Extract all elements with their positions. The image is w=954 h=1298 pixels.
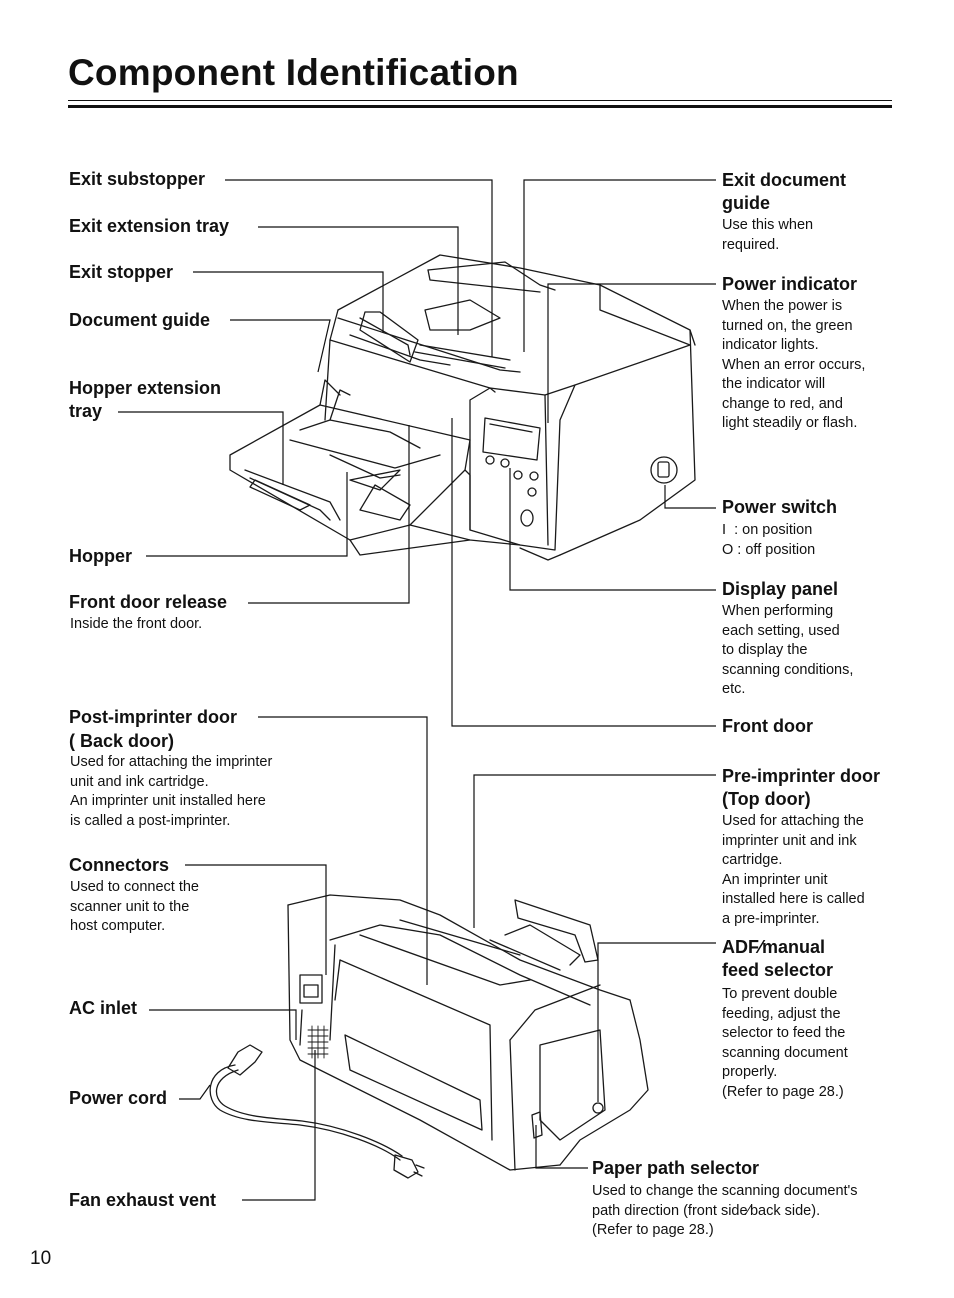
desc-power-switch-off: O : off position [722,542,816,558]
desc-connectors: Used to connect the scanner unit to the … [70,879,199,934]
desc-pre-imprinter-door: Used for attaching the imprinter unit an… [722,813,865,927]
label-fan-exhaust-vent: Fan exhaust vent [69,1190,217,1210]
page-title: Component Identification [68,52,519,93]
label-hopper-extension-tray-line2: tray [69,401,103,421]
label-exit-extension-tray: Exit extension tray [69,216,230,236]
label-pre-imprinter-door: Pre-imprinter door [722,766,881,786]
label-ac-inlet: AC inlet [69,998,138,1018]
label-hopper: Hopper [69,546,132,566]
title-rule-thin [68,100,892,101]
label-hopper-extension-tray-line1: Hopper extension [69,378,222,398]
label-exit-substopper: Exit substopper [69,169,206,189]
label-front-door-release: Front door release [69,592,228,612]
label-top-door: (Top door) [722,789,811,809]
label-front-door: Front door [722,716,813,736]
label-power-indicator: Power indicator [722,274,858,294]
label-connectors: Connectors [69,855,170,875]
desc-adf-manual-feed-selector: To prevent double feeding, adjust the se… [722,986,848,1100]
label-adf-manual-feed-selector: ADF⁄manual feed selector [722,937,834,980]
desc-post-imprinter-door: Used for attaching the imprinter unit an… [70,754,273,829]
label-power-switch: Power switch [722,497,838,517]
desc-front-door-release: Inside the front door. [70,616,203,632]
label-document-guide: Document guide [69,310,211,330]
label-exit-stopper: Exit stopper [69,262,174,282]
desc-power-switch-on: I : on position [722,522,813,538]
title-rule-thick [68,105,892,108]
label-exit-document-guide: Exit document guide [722,170,847,213]
page-number: 10 [30,1248,52,1269]
desc-paper-path-selector: Used to change the scanning document's p… [592,1183,858,1238]
label-paper-path-selector: Paper path selector [592,1158,760,1178]
desc-display-panel: When performing each setting, used to di… [722,603,854,697]
desc-power-indicator: When the power is turned on, the green i… [722,298,866,431]
label-back-door: ( Back door) [69,731,175,751]
desc-exit-document-guide: Use this when required. [722,217,814,253]
label-post-imprinter-door: Post-imprinter door [69,707,238,727]
label-power-cord: Power cord [69,1088,168,1108]
label-display-panel: Display panel [722,579,839,599]
